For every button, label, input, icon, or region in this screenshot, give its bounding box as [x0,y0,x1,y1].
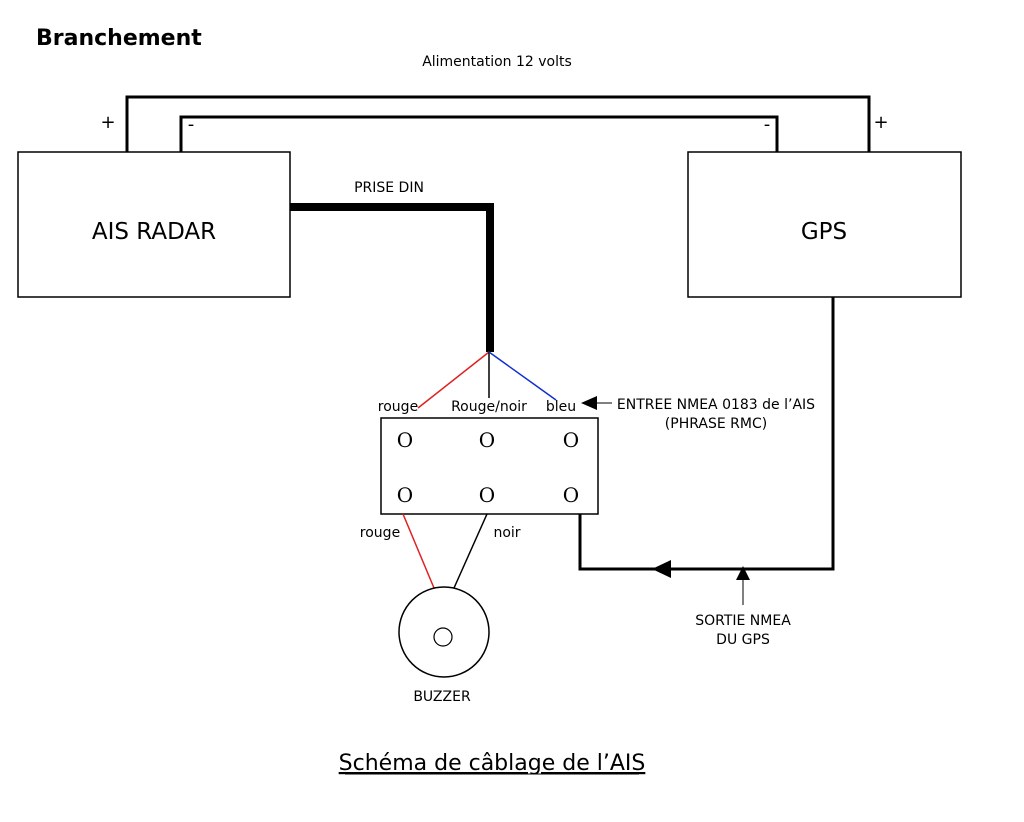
din-plug-label: PRISE DIN [354,180,424,196]
nmea-output-pointer-arrowhead [736,566,750,580]
gps-plus-sign: + [873,112,888,133]
din-cable [290,203,494,352]
nmea-input-label-line2: (PHRASE RMC) [665,416,767,432]
terminal-top-middle: O [479,428,495,452]
terminal-top-left: O [397,428,413,452]
nmea-input-label-line1: ENTREE NMEA 0183 de l’AIS [617,397,815,413]
nmea-flow-arrowhead [652,560,671,578]
wire-label-rouge: rouge [378,399,418,415]
positive-power-wire [125,95,871,152]
diagram-caption: Schéma de câblage de l’AIS [339,751,646,776]
power-supply-label: Alimentation 12 volts [422,54,572,70]
terminal-screws: O O O O O O [397,428,579,507]
nmea-output-label-line2: DU GPS [716,632,770,648]
ais-radar-label: AIS RADAR [92,219,216,245]
gps-nmea-output-wire [578,297,835,571]
terminal-bottom-middle: O [479,483,495,507]
gps-box [687,151,962,298]
terminal-block [380,417,599,515]
ais-radar-box [17,151,291,298]
buzzer-center [433,627,453,647]
negative-power-wire [179,115,779,152]
red-wire-to-rouge [417,351,490,409]
buzzer-black-wire [453,513,488,589]
blue-wire-to-bleu [488,351,557,401]
ais-minus-sign: - [188,114,195,135]
nmea-input-arrowhead [581,396,597,410]
buzzer-wire-label-rouge: rouge [360,525,400,541]
terminal-top-right: O [563,428,579,452]
ais-plus-sign: + [100,112,115,133]
wire-label-bleu: bleu [546,399,576,415]
page-heading: Branchement [36,26,202,51]
buzzer-wire-label-noir: noir [493,525,520,541]
buzzer-red-wire [402,513,435,589]
wire-label-rouge-noir: Rouge/noir [451,399,527,415]
terminal-bottom-left: O [397,483,413,507]
gps-label: GPS [801,219,847,245]
terminal-bottom-right: O [563,483,579,507]
nmea-output-label-line1: SORTIE NMEA [695,613,791,629]
buzzer-label: BUZZER [413,689,471,705]
gps-minus-sign: - [764,114,771,135]
